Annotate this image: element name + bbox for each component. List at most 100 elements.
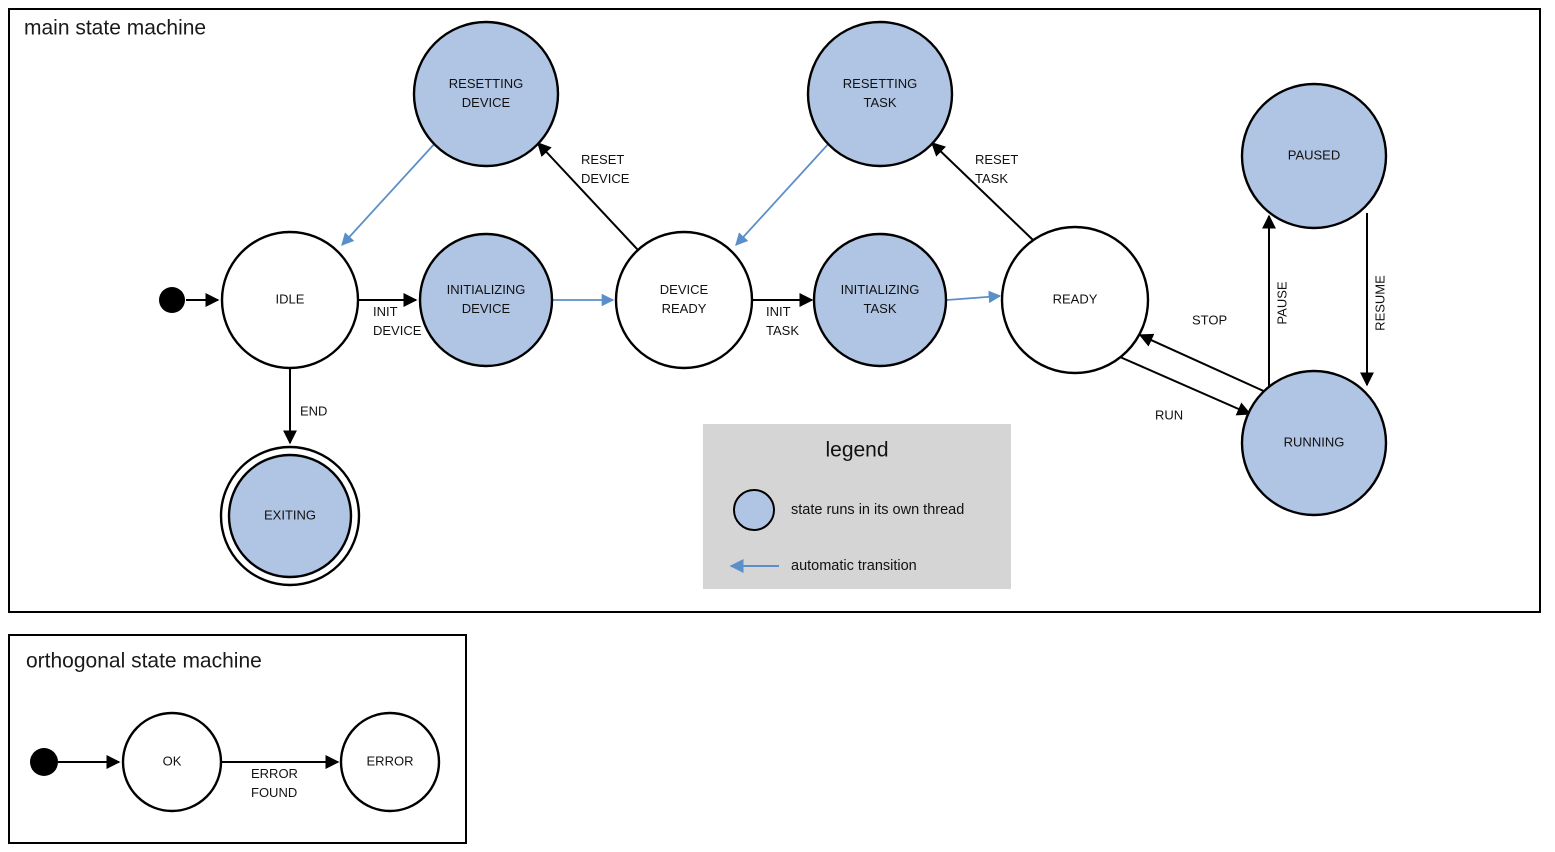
state-device-ready-label: DEVICE xyxy=(660,282,709,297)
state-ready-label: READY xyxy=(1053,291,1098,306)
state-initializing-device[interactable]: INITIALIZING DEVICE xyxy=(418,232,554,368)
transition-label-text-device-ready-to-resetting-device: DEVICE xyxy=(581,171,630,186)
legend-item-label: state runs in its own thread xyxy=(791,502,964,518)
transition-ok-to-error: ERROR FOUND xyxy=(221,755,340,800)
transition-arrow-ready-to-resetting-task xyxy=(930,142,1034,241)
transition-label-text-ready-to-resetting-task: RESET xyxy=(975,152,1018,167)
state-running[interactable]: RUNNING xyxy=(1240,369,1388,517)
transition-device-ready-to-initializing-task: INIT TASK xyxy=(752,293,814,338)
state-error-shape xyxy=(339,711,441,813)
transition-label-running-to-paused: PAUSE xyxy=(1274,281,1289,324)
transition-arrow-initializing-task-to-ready xyxy=(946,290,1002,304)
state-exiting-label: EXITING xyxy=(264,507,316,522)
state-idle[interactable]: IDLE xyxy=(220,230,360,370)
state-ok-label: OK xyxy=(163,753,182,768)
transition-idle-to-exiting: END xyxy=(283,368,327,445)
states-layer: IDLERESETTINGDEVICEINITIALIZINGDEVICEDEV… xyxy=(30,20,1388,813)
legend: legend state runs in its own thread automa… xyxy=(703,424,1011,589)
transition-label-text-ok-to-error: FOUND xyxy=(251,785,297,800)
state-resetting-device-shape xyxy=(412,20,560,168)
legend-title: legend xyxy=(825,439,888,462)
state-paused-label: PAUSED xyxy=(1288,147,1341,162)
transition-device-ready-to-resetting-device: RESET DEVICE xyxy=(537,141,639,251)
transition-label-text-ok-to-error: ERROR xyxy=(251,766,298,781)
state-resetting-device[interactable]: RESETTING DEVICE xyxy=(412,20,560,168)
state-ok-shape xyxy=(121,711,223,813)
transition-label-text-idle-to-exiting: END xyxy=(300,403,327,418)
legend-swatch-icon xyxy=(733,489,775,531)
state-resetting-task-shape xyxy=(806,20,954,168)
state-device-ready-shape xyxy=(614,230,754,370)
state-device-ready[interactable]: DEVICE READY xyxy=(614,230,754,370)
state-ok[interactable]: OK xyxy=(121,711,223,813)
initial-state-orthogonal-initial xyxy=(30,748,58,776)
state-device-ready-label: READY xyxy=(662,301,707,316)
transition-label-idle-to-exiting: END xyxy=(300,403,327,418)
state-initializing-device-label: DEVICE xyxy=(462,301,511,316)
transition-label-ready-to-resetting-task: RESET TASK xyxy=(975,152,1018,186)
transition-arrow-resetting-task-to-device-ready xyxy=(735,140,832,246)
state-resetting-task-label: RESETTING xyxy=(843,76,917,91)
legend-item-label: automatic transition xyxy=(791,558,917,574)
transition-label-text-ready-to-running: RUN xyxy=(1155,407,1183,422)
transition-label-text-idle-to-initializing-device: DEVICE xyxy=(373,323,422,338)
state-paused[interactable]: PAUSED xyxy=(1240,82,1388,230)
transition-ready-to-running: RUN xyxy=(1119,356,1252,422)
initial-state-main-initial xyxy=(159,287,185,313)
transition-arrow-running-to-ready xyxy=(1138,333,1269,394)
state-running-shape xyxy=(1240,369,1388,517)
transition-initializing-task-to-ready xyxy=(946,290,1002,304)
transition-ready-to-resetting-task: RESET TASK xyxy=(930,142,1034,241)
transition-arrow-device-ready-to-resetting-device xyxy=(537,141,639,251)
transition-label-idle-to-initializing-device: INIT DEVICE xyxy=(373,304,422,338)
main-state-machine-title: main state machine xyxy=(24,17,206,40)
state-running-label: RUNNING xyxy=(1284,434,1345,449)
state-resetting-task-label: TASK xyxy=(864,95,897,110)
state-resetting-task[interactable]: RESETTING TASK xyxy=(806,20,954,168)
state-ready-shape xyxy=(1000,225,1150,375)
state-resetting-device-label: DEVICE xyxy=(462,95,511,110)
state-idle-shape xyxy=(220,230,360,370)
transition-resetting-task-to-device-ready xyxy=(735,140,832,246)
transition-label-text-device-ready-to-initializing-task: TASK xyxy=(766,323,799,338)
state-ready[interactable]: READY xyxy=(1000,225,1150,375)
transitions-layer: INIT DEVICE RESET DEVICE INIT TASK RESET TASK RU… xyxy=(58,140,1387,800)
state-exiting-shape xyxy=(227,453,353,579)
transition-label-text-device-ready-to-resetting-device: RESET xyxy=(581,152,624,167)
state-initializing-device-shape xyxy=(418,232,554,368)
transition-arrow-resetting-device-to-idle xyxy=(341,140,438,246)
state-initializing-device-label: INITIALIZING xyxy=(447,282,526,297)
transition-label-ok-to-error: ERROR FOUND xyxy=(251,766,298,800)
orthogonal-state-machine-title: orthogonal state machine xyxy=(26,650,262,673)
transition-label-text-running-to-ready: STOP xyxy=(1192,312,1227,327)
transition-label-text-device-ready-to-initializing-task: INIT xyxy=(766,304,791,319)
state-initializing-task-label: INITIALIZING xyxy=(841,282,920,297)
transition-label-device-ready-to-initializing-task: INIT TASK xyxy=(766,304,799,338)
legend-item-threaded-state: state runs in its own thread xyxy=(733,489,964,531)
state-exiting[interactable]: EXITING xyxy=(219,445,361,587)
transition-idle-to-initializing-device: INIT DEVICE xyxy=(358,293,422,338)
transition-arrow-ready-to-running xyxy=(1119,356,1252,416)
transition-label-paused-to-running: RESUME xyxy=(1372,275,1387,331)
state-resetting-device-label: RESETTING xyxy=(449,76,523,91)
transition-label-ready-to-running: RUN xyxy=(1155,407,1183,422)
state-error-label: ERROR xyxy=(367,753,414,768)
transition-label-text-paused-to-running: RESUME xyxy=(1372,275,1387,331)
state-paused-shape xyxy=(1240,82,1388,230)
transition-label-text-running-to-paused: PAUSE xyxy=(1274,281,1289,324)
transition-label-running-to-ready: STOP xyxy=(1192,312,1227,327)
state-idle-label: IDLE xyxy=(276,291,305,306)
transition-label-device-ready-to-resetting-device: RESET DEVICE xyxy=(581,152,630,186)
transition-running-to-ready: STOP xyxy=(1138,312,1269,394)
transition-label-text-idle-to-initializing-device: INIT xyxy=(373,304,398,319)
state-initializing-task[interactable]: INITIALIZING TASK xyxy=(812,232,948,368)
state-initializing-task-label: TASK xyxy=(864,301,897,316)
transition-running-to-paused: PAUSE xyxy=(1262,214,1289,390)
transition-resetting-device-to-idle xyxy=(341,140,438,246)
transition-paused-to-running: RESUME xyxy=(1360,213,1387,387)
transition-label-text-ready-to-resetting-task: TASK xyxy=(975,171,1008,186)
state-initializing-task-shape xyxy=(812,232,948,368)
state-error[interactable]: ERROR xyxy=(339,711,441,813)
